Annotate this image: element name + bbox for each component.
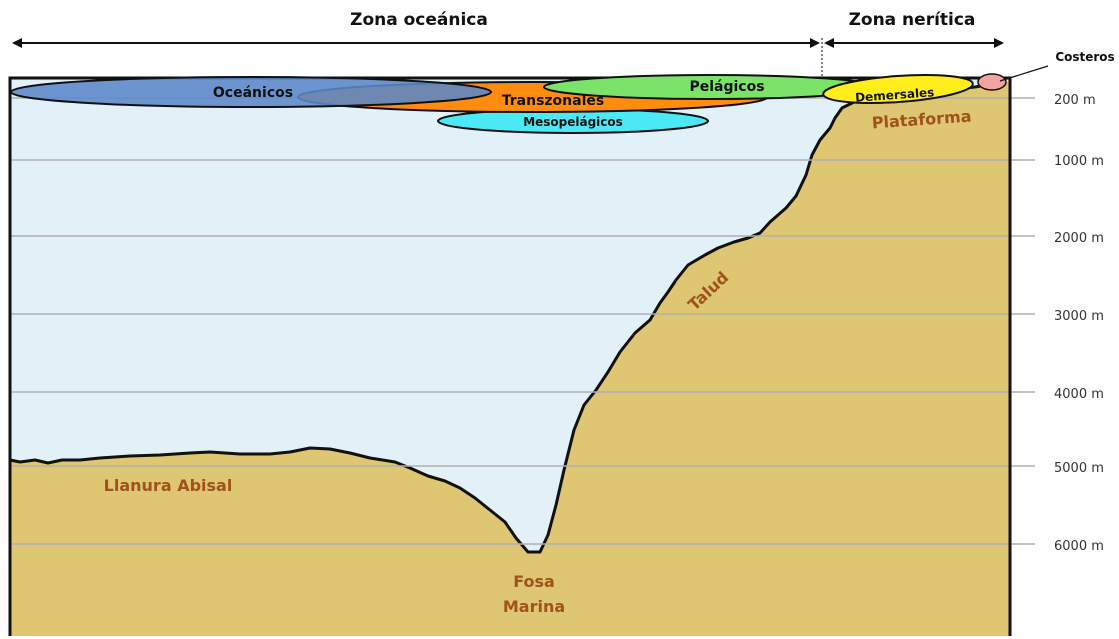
depth-label-3000: 3000 m — [1054, 309, 1104, 324]
costeros-ellipse — [977, 73, 1007, 91]
seabed-outline — [9, 80, 1006, 554]
oceanic-zone-title: Zona oceánica — [350, 10, 488, 30]
demersales-ellipse — [822, 74, 974, 104]
depth-label-1000: 1000 m — [1054, 154, 1104, 169]
demersales-label: Demersales — [855, 85, 935, 104]
depth-label-5000: 5000 m — [1054, 461, 1104, 476]
depth-label-200: 200 m — [1054, 93, 1096, 108]
diagram-frame — [8, 76, 1012, 636]
depth-label-4000: 4000 m — [1054, 387, 1104, 402]
oceanicos-label: Oceánicos — [213, 85, 293, 101]
transzonales-label: Transzonales — [502, 93, 604, 109]
llanura-abisal-label: Llanura Abisal — [104, 476, 233, 495]
costeros-label: Costeros — [1055, 50, 1114, 64]
oceanicos-ellipse — [10, 76, 492, 108]
neritic-zone-title: Zona nerítica — [849, 10, 976, 30]
seabed — [10, 82, 1010, 636]
fosa-label-line2: Marina — [503, 597, 565, 616]
depth-label-2000: 2000 m — [1054, 231, 1104, 246]
mesopelagicos-label: Mesopelágicos — [523, 115, 623, 129]
pelagicos-label: Pelágicos — [689, 79, 764, 95]
costeros-leader-line — [999, 65, 1049, 82]
fosa-label-line1: Fosa — [513, 572, 555, 591]
depth-label-6000: 6000 m — [1054, 539, 1104, 554]
